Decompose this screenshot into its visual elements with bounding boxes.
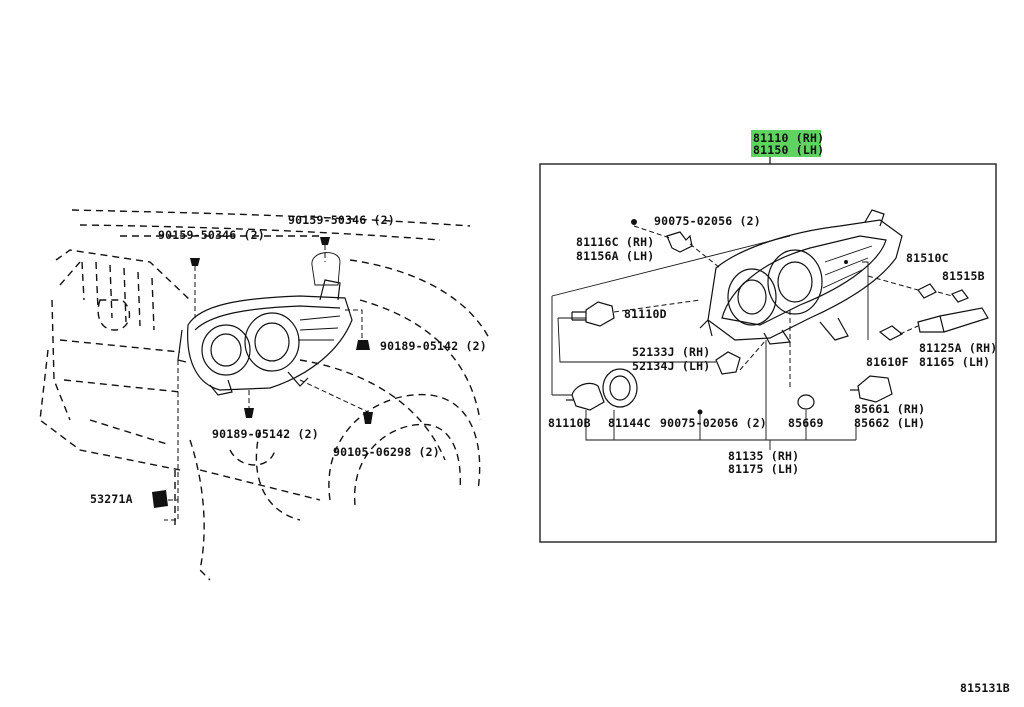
- part-52134j: 52134J (LH): [632, 359, 710, 373]
- part-90159-50346-left: 90159-50346 (2): [158, 228, 265, 242]
- part-90075-02056-top: 90075-02056 (2): [654, 214, 761, 228]
- part-81135: 81135 (RH): [728, 449, 799, 463]
- part-90159-50346-right: 90159-50346 (2): [288, 213, 395, 227]
- part-81110b: 81110B: [548, 416, 591, 430]
- part-81510c: 81510C: [906, 251, 949, 265]
- headlamp-housing: [699, 209, 903, 345]
- vehicle-front-outline: [39, 209, 491, 581]
- part-81116c: 81116C (RH): [576, 235, 654, 249]
- part-90189-05142-right: 90189-05142 (2): [380, 339, 487, 353]
- part-81110d: 81110D: [624, 307, 667, 321]
- left-fasteners: [152, 237, 373, 521]
- part-85661: 85661 (RH): [854, 402, 925, 416]
- part-90189-05142-bottom: 90189-05142 (2): [212, 427, 319, 441]
- part-81515b: 81515B: [942, 269, 985, 283]
- part-85662: 85662 (LH): [854, 416, 925, 430]
- part-52133j: 52133J (RH): [632, 345, 710, 359]
- exploded-components: [566, 219, 989, 415]
- part-81610f: 81610F: [866, 355, 909, 369]
- highlighted-part-rh: 81110 (RH): [753, 131, 824, 145]
- part-90075-02056-bottom: 90075-02056 (2): [660, 416, 767, 430]
- highlighted-part-box: [751, 130, 821, 157]
- assembled-headlamp: [177, 279, 353, 396]
- part-81144c: 81144C: [608, 416, 651, 430]
- part-81125a: 81125A (RH): [919, 341, 997, 355]
- part-81175: 81175 (LH): [728, 462, 799, 476]
- part-81156a: 81156A (LH): [576, 249, 654, 263]
- right-leader-lines: [551, 235, 953, 450]
- part-90105-06298: 90105-06298 (2): [333, 445, 440, 459]
- part-53271a: 53271A: [90, 492, 133, 506]
- part-85669: 85669: [788, 416, 824, 430]
- exploded-view-frame: [539, 130, 997, 543]
- highlighted-part-lh: 81150 (LH): [753, 143, 824, 157]
- part-81165: 81165 (LH): [919, 355, 990, 369]
- diagram-reference-code: 815131B: [960, 681, 1010, 695]
